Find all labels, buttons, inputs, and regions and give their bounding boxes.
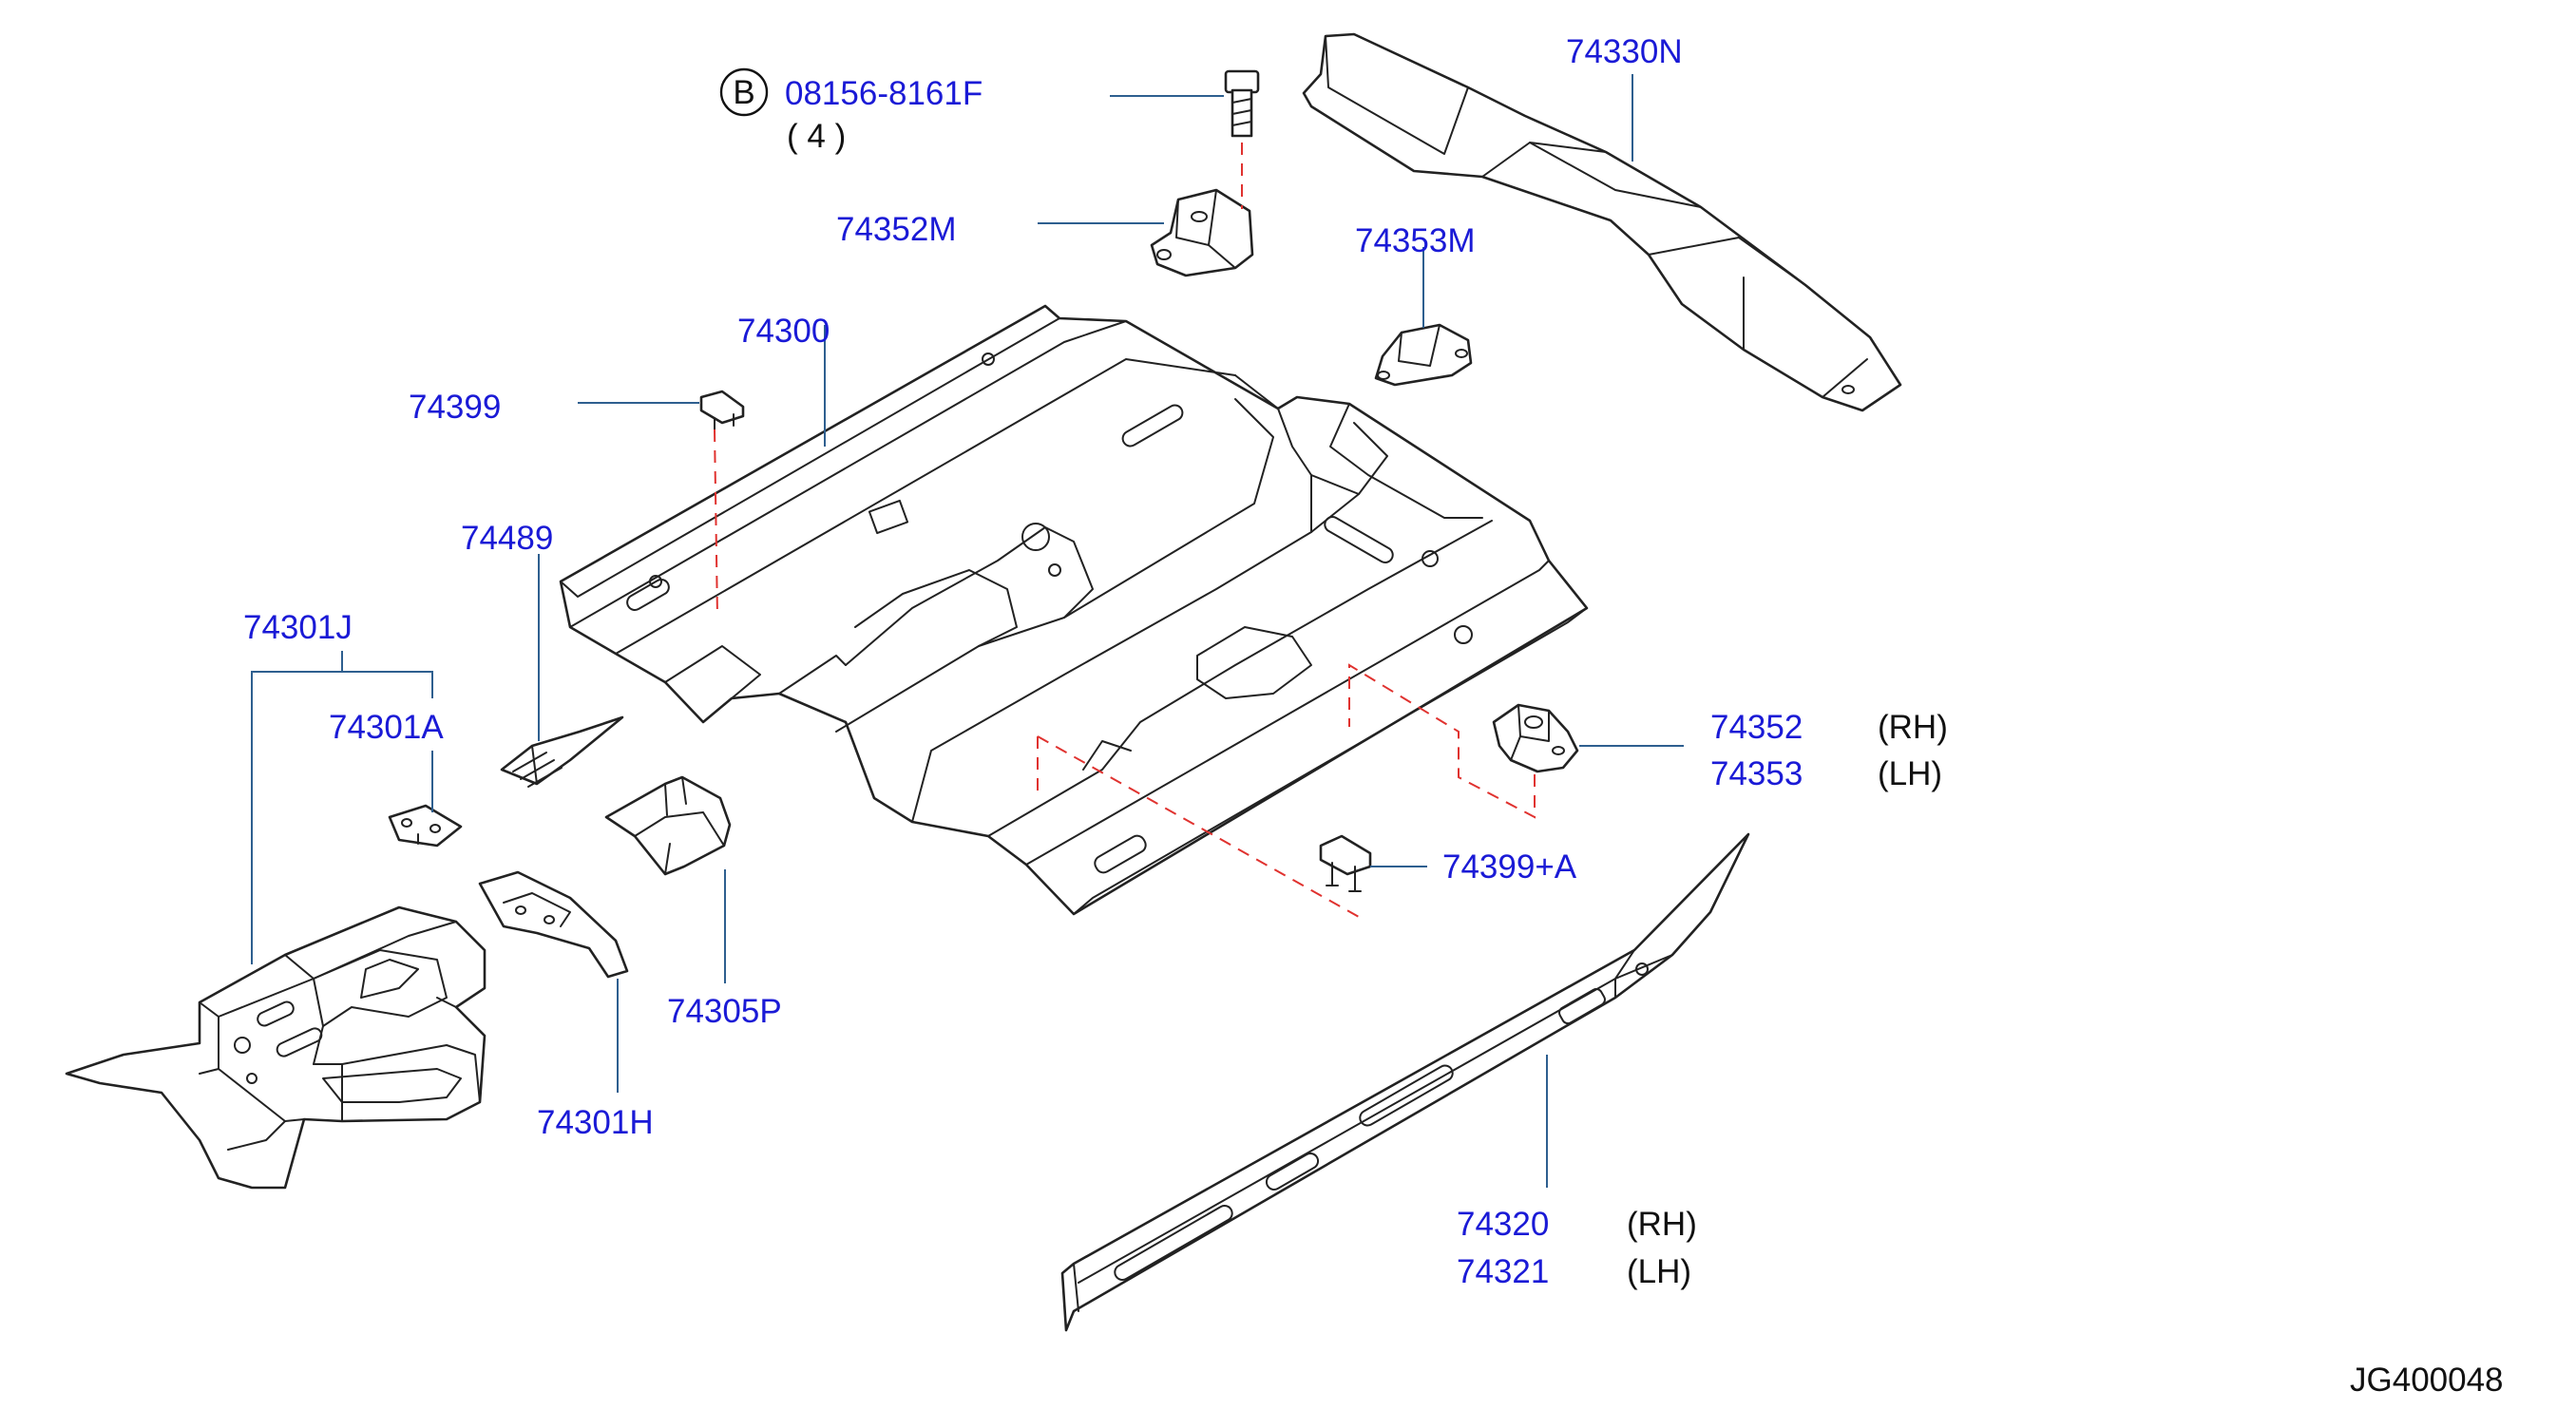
label-74320: 74320 xyxy=(1457,1206,1549,1243)
label-74321-side: (LH) xyxy=(1627,1253,1691,1290)
part-74301A-bracket xyxy=(388,804,463,848)
label-74305P: 74305P xyxy=(667,993,782,1030)
part-74352-74353-bracket xyxy=(1492,703,1579,773)
part-74305P-reinforce xyxy=(604,775,732,876)
label-74352: 74352 xyxy=(1710,709,1803,746)
part-74353M-bracket xyxy=(1374,323,1473,387)
part-74399A-clip xyxy=(1319,834,1372,892)
bolt-08156-8161F xyxy=(1224,69,1260,138)
hidden-line-74352 xyxy=(1348,663,1536,819)
label-74330N: 74330N xyxy=(1566,33,1683,70)
reference-code: JG400048 xyxy=(2350,1362,2504,1399)
label-74352-side: (RH) xyxy=(1878,709,1948,746)
part-74301H-gusset xyxy=(478,870,629,979)
label-74489: 74489 xyxy=(461,520,553,557)
label-74353: 74353 xyxy=(1710,755,1803,792)
bolt-part-number: 08156-8161F xyxy=(785,75,983,112)
part-74330N-member xyxy=(1302,32,1902,412)
bolt-quantity: ( 4 ) xyxy=(787,118,846,155)
part-74320-74321-sill xyxy=(1060,832,1750,1332)
label-74353M: 74353M xyxy=(1355,222,1475,259)
part-74489-insulator xyxy=(500,715,624,788)
hidden-line-74399 xyxy=(714,429,718,619)
leader-74301J xyxy=(251,651,433,964)
label-74301H: 74301H xyxy=(537,1104,654,1141)
label-74320-side: (RH) xyxy=(1627,1206,1697,1243)
label-74301A: 74301A xyxy=(329,709,444,746)
label-74301J: 74301J xyxy=(243,609,353,646)
label-74321: 74321 xyxy=(1457,1253,1549,1290)
bolt-callout: B 08156-8161F ( 4 ) xyxy=(719,67,983,155)
label-74399: 74399 xyxy=(409,389,501,426)
part-74300-floor-panel xyxy=(559,304,1589,916)
label-74300: 74300 xyxy=(737,313,830,350)
label-74399A: 74399+A xyxy=(1442,848,1577,886)
label-74352M: 74352M xyxy=(836,211,956,248)
label-74353-side: (LH) xyxy=(1878,755,1942,792)
bolt-symbol-letter: B xyxy=(733,74,754,111)
part-74352M-bracket xyxy=(1150,188,1254,277)
hidden-lines xyxy=(714,143,1536,918)
bolt-symbol-circle xyxy=(719,67,769,117)
part-74399-clip xyxy=(699,390,745,430)
part-74301J-floor-assy xyxy=(65,905,487,1190)
leader-lines xyxy=(251,74,1684,1188)
